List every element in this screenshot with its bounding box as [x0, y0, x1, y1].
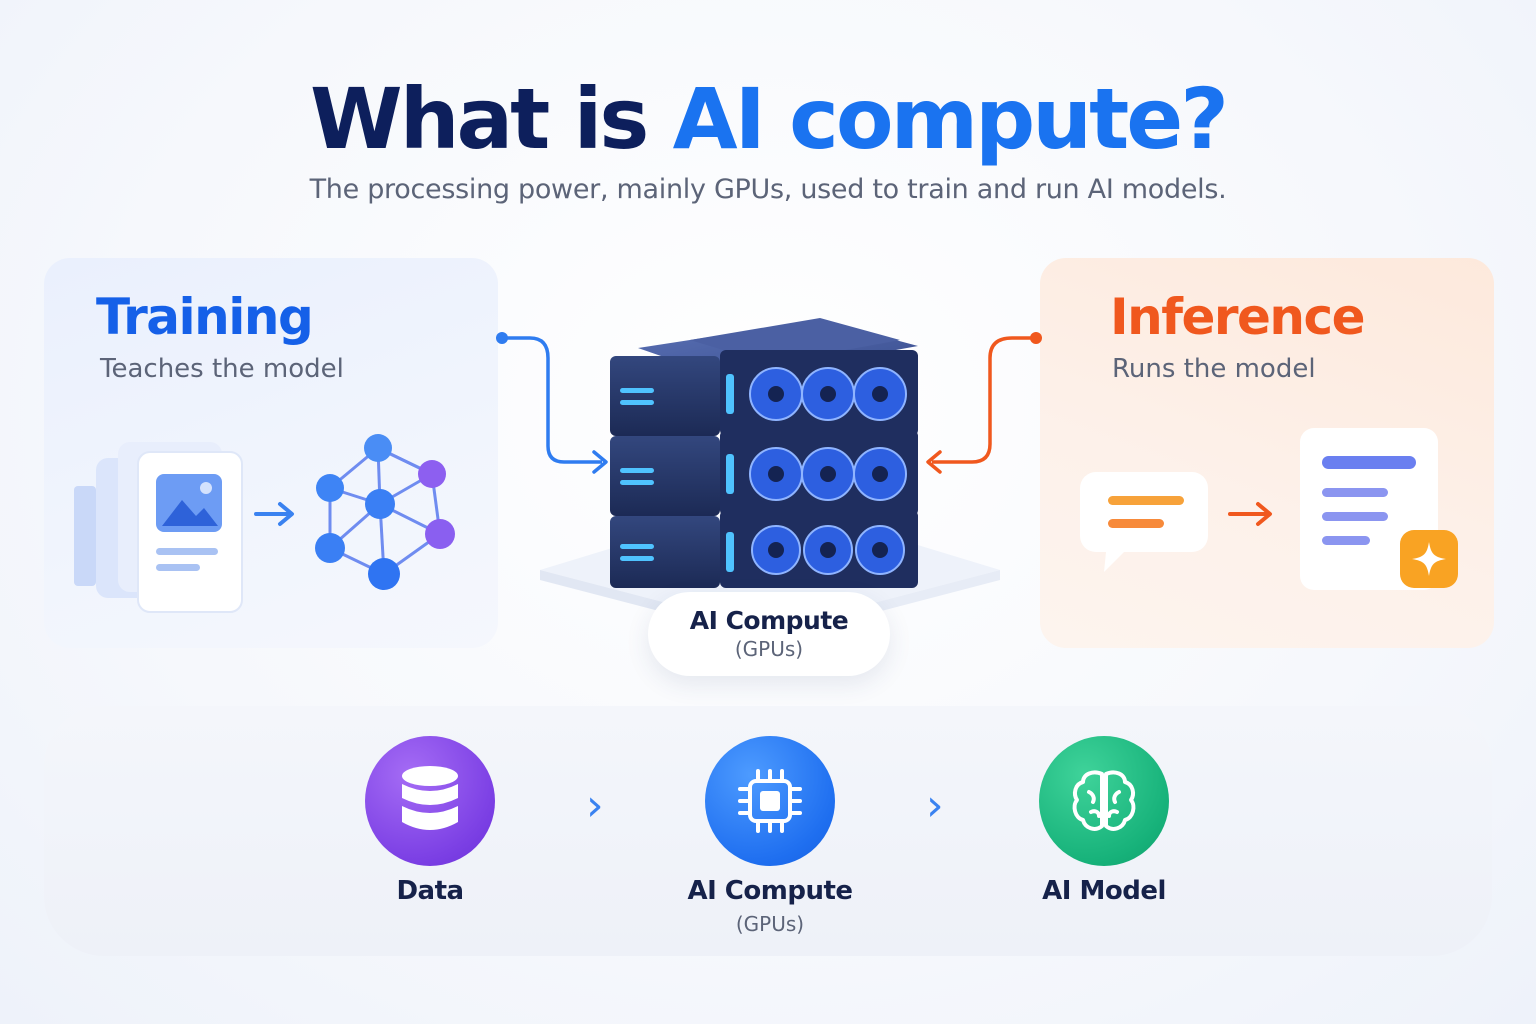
inference-title: Inference: [1110, 288, 1366, 346]
title-part-1: What is: [310, 70, 673, 168]
inference-subtitle: Runs the model: [1112, 354, 1316, 384]
title-part-2: AI compute?: [672, 70, 1229, 168]
chevron-right-icon: ›: [926, 780, 944, 831]
server-caption-label: AI Compute: [689, 606, 849, 635]
training-title: Training: [96, 288, 314, 346]
brain-icon: [1072, 770, 1136, 831]
flow-step-label: AI Compute: [687, 876, 853, 906]
flow-step-label: Data: [396, 876, 464, 906]
gpu-server-icon: [540, 318, 1000, 630]
arrow-right-icon: [1228, 502, 1272, 526]
data-circle: [365, 736, 495, 866]
database-icon: [402, 766, 458, 830]
inference-connector-arrow: [926, 332, 1042, 474]
document-image-stack-icon: [74, 442, 243, 613]
training-panel: Training Teaches the model: [44, 258, 498, 648]
inference-panel: Inference Runs the model: [1040, 258, 1494, 648]
compute-circle: [705, 736, 835, 866]
training-subtitle: Teaches the model: [100, 354, 344, 384]
flow-step-label: AI Model: [1042, 876, 1166, 906]
page-subtitle: The processing power, mainly GPUs, used …: [309, 174, 1227, 205]
sparkle-icon: [1400, 530, 1458, 588]
chip-icon: [738, 769, 802, 833]
chat-bubble-icon: [1080, 472, 1208, 572]
model-circle: [1039, 736, 1169, 866]
chevron-right-icon: ›: [586, 780, 604, 831]
arrow-right-icon: [254, 502, 294, 526]
page-title: What is AI compute?: [0, 70, 1536, 168]
server-caption-sublabel: (GPUs): [734, 637, 804, 661]
flow-step-sublabel: (GPUs): [735, 912, 805, 936]
neural-network-icon: [315, 434, 455, 590]
training-connector-arrow: [496, 332, 608, 474]
server-caption: AI Compute (GPUs): [648, 592, 890, 676]
